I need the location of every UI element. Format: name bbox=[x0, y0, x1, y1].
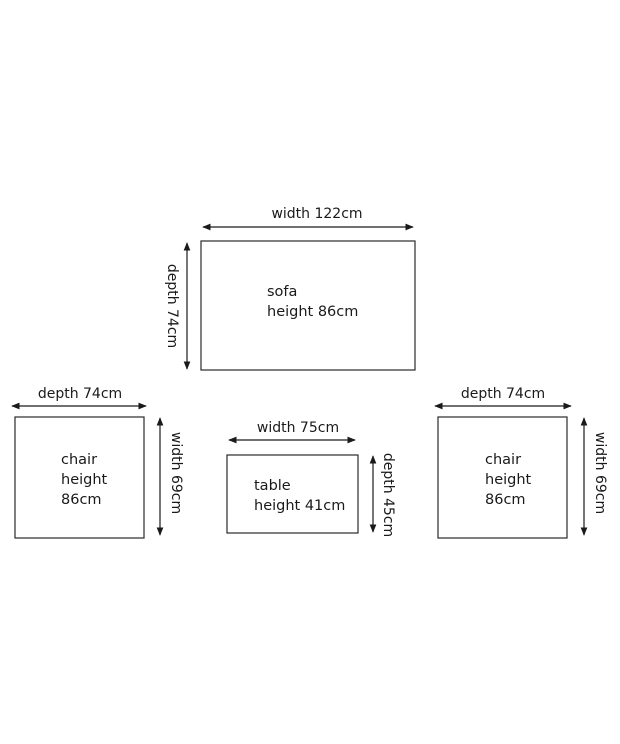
sofa-depth-label: depth 74cm bbox=[164, 264, 180, 348]
sofa-name: sofa bbox=[267, 284, 297, 300]
chair-right-height-word: height bbox=[485, 472, 532, 488]
chair-right-width-label: width 69cm bbox=[592, 432, 608, 514]
table-height: height 41cm bbox=[254, 498, 345, 514]
table-depth-label: depth 45cm bbox=[380, 453, 396, 537]
table-name: table bbox=[254, 478, 291, 494]
chair-right-height-value: 86cm bbox=[485, 492, 526, 508]
chair-left-outline bbox=[14, 416, 145, 539]
chair-left-width-label: width 69cm bbox=[168, 432, 184, 514]
sofa-height: height 86cm bbox=[267, 304, 358, 320]
sofa-width-label: width 122cm bbox=[271, 206, 362, 222]
sofa-outline bbox=[200, 240, 416, 371]
chair-right-group: depth 74cm width 69cm chair height 86cm bbox=[434, 386, 608, 539]
chair-left-height-word: height bbox=[61, 472, 108, 488]
chair-left-group: depth 74cm width 69cm chair height 86cm bbox=[11, 386, 184, 539]
table-outline bbox=[226, 454, 359, 534]
sofa-group: width 122cm depth 74cm sofa height 86cm bbox=[164, 206, 416, 371]
chair-left-height-value: 86cm bbox=[61, 492, 102, 508]
table-group: width 75cm depth 45cm table height 41cm bbox=[226, 420, 396, 537]
chair-right-depth-label: depth 74cm bbox=[461, 386, 545, 402]
table-width-label: width 75cm bbox=[257, 420, 339, 436]
chair-right-name: chair bbox=[485, 452, 521, 468]
chair-left-depth-label: depth 74cm bbox=[38, 386, 122, 402]
chair-left-name: chair bbox=[61, 452, 97, 468]
chair-right-outline bbox=[437, 416, 568, 539]
